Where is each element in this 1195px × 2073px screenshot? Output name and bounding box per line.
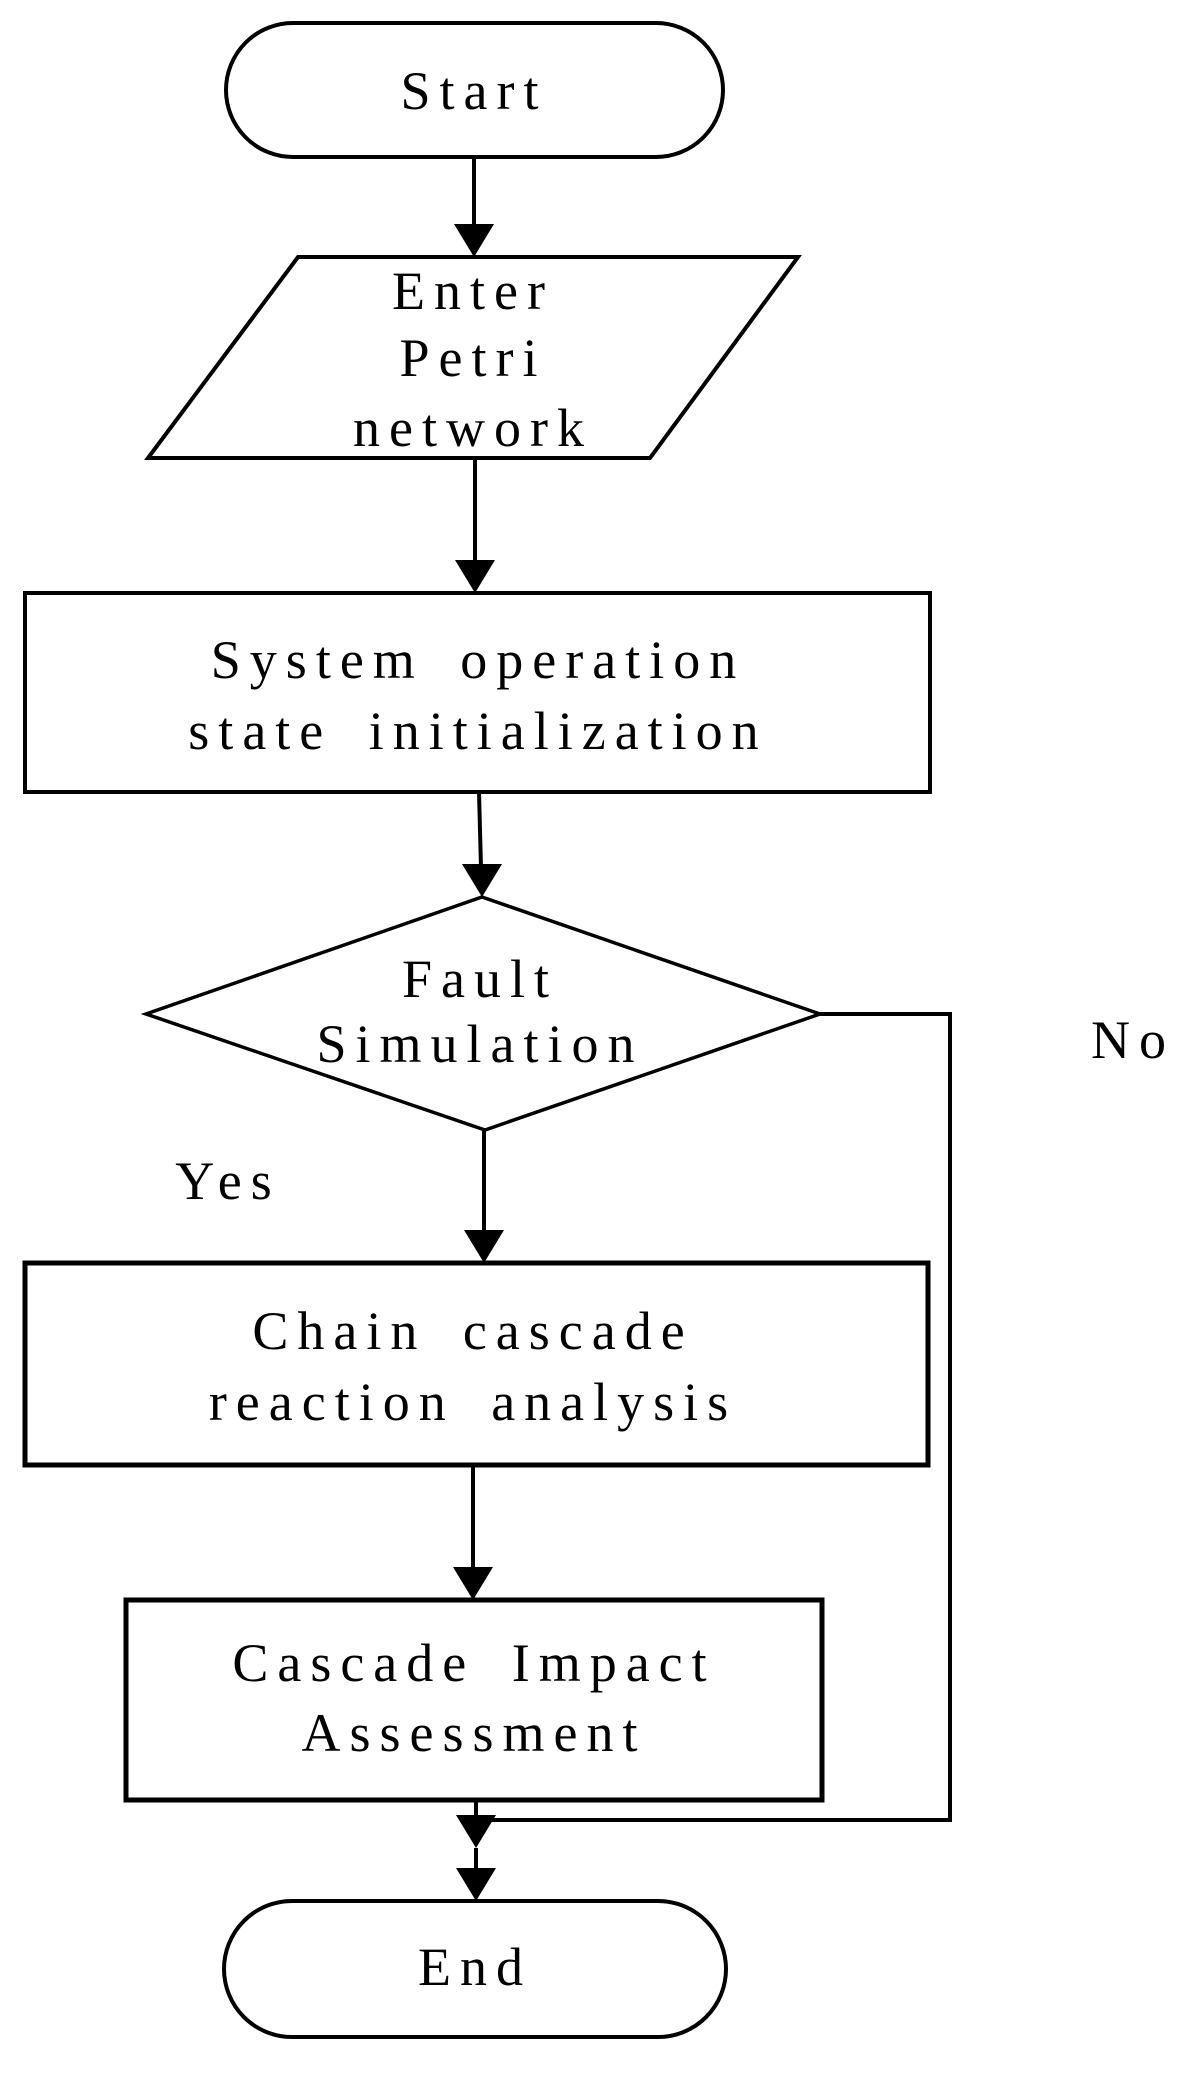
enter-petri-line2: Petri <box>400 328 547 388</box>
no-branch-label: No <box>1091 1010 1175 1070</box>
system-init-node <box>23 591 932 794</box>
fault-simulation-line2: Simulation <box>316 1014 643 1074</box>
arrowhead-icon <box>453 1567 493 1600</box>
arrowhead-icon <box>455 560 495 593</box>
system-init-line1: System operation <box>211 630 745 690</box>
chain-cascade-line2: reaction analysis <box>209 1372 737 1432</box>
cascade-impact-line1: Cascade Impact <box>232 1633 715 1693</box>
arrowhead-icon <box>462 864 502 897</box>
chain-cascade-node <box>22 1260 931 1468</box>
cascade-impact-node <box>123 1597 825 1803</box>
arrowhead-icon <box>456 1868 496 1901</box>
arrowhead-icon <box>464 1230 504 1263</box>
end-node-label: End <box>418 1937 532 1997</box>
chain-cascade-line1: Chain cascade <box>252 1301 693 1361</box>
enter-petri-line3: network <box>353 398 593 458</box>
arrowhead-icon <box>456 1815 496 1848</box>
arrowhead-icon <box>454 224 494 257</box>
system-init-line2: state initialization <box>188 701 767 761</box>
end-node <box>222 1899 728 2039</box>
start-node-label: Start <box>401 61 548 121</box>
edge-no-path <box>478 1012 952 1822</box>
fault-simulation-line1: Fault <box>402 949 558 1009</box>
enter-petri-line1: Enter <box>392 261 554 321</box>
edge-init-to-decision <box>477 791 483 869</box>
enter-petri-node <box>144 255 802 460</box>
cascade-impact-line2: Assessment <box>302 1703 647 1763</box>
yes-branch-label: Yes <box>175 1151 281 1211</box>
